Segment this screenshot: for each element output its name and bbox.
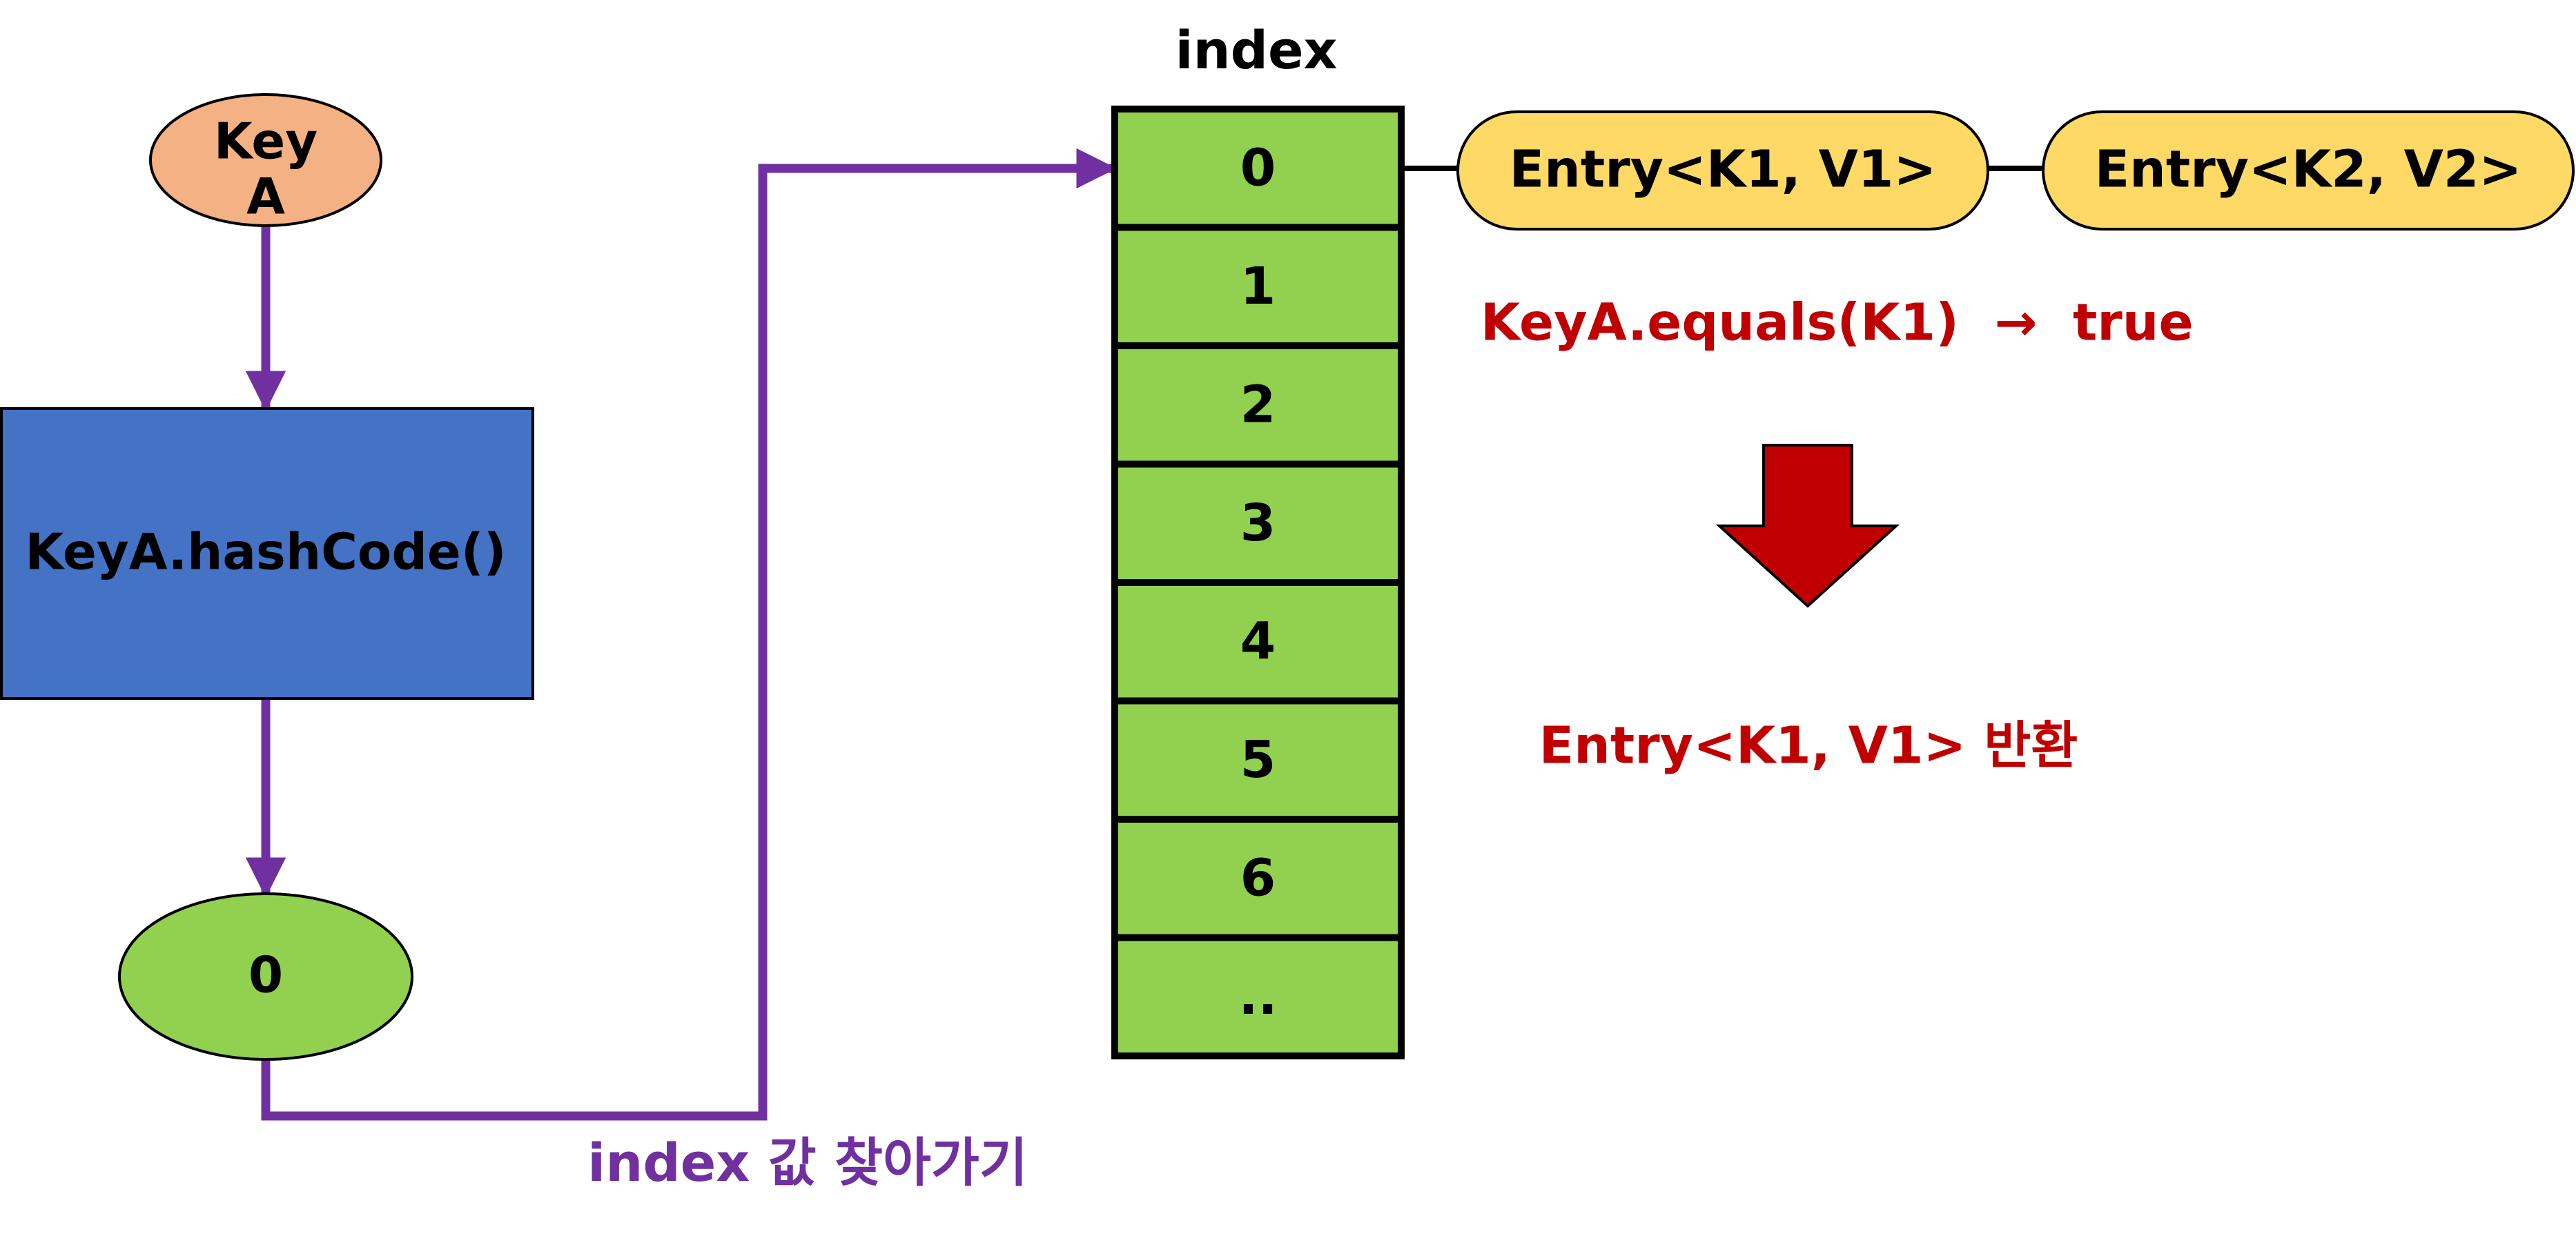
table-cell-shape [1111,934,1405,1059]
table-cell-value: 5 [1240,730,1276,790]
entry-chain: Entry<K1, V1> Entry<K2, V2> [1401,110,2575,231]
hash-box: KeyA.hashCode() [0,407,534,700]
table-cell: 0 [1111,106,1405,231]
entry-node: Entry<K1, V1> [1456,110,1989,231]
entry-node: Entry<K2, V2> [2042,110,2575,231]
key-node-shape [149,93,382,227]
table-cell-value: 3 [1240,493,1276,553]
result-node: 0 [118,892,413,1061]
key-node-line1: Key [214,112,318,170]
entry-node-shape [1456,110,1989,231]
table-cell-value: 4 [1240,611,1276,671]
key-node: Key A [149,93,382,227]
entry-node-label: Entry<K2, V2> [2095,140,2522,199]
index-table: 0 1 2 3 4 5 6.. [1111,106,1405,1059]
connectors [245,148,1117,1121]
key-node-line2: A [246,168,285,226]
table-cell: 4 [1111,579,1405,705]
result-node-label: 0 [248,946,283,1004]
table-cell-value: 0 [1240,138,1276,197]
table-cell: 5 [1111,697,1405,823]
connector-label: index 값 찾아가기 [587,1132,1028,1193]
entry-node-shape [2042,110,2575,231]
result-node-shape [118,892,413,1061]
table-cell-value: 1 [1240,257,1276,316]
table-cell-value: 2 [1240,375,1276,434]
table-cell-value: .. [1238,967,1277,1026]
result-to-index-arrow [261,148,1117,1121]
table-cell: 1 [1111,224,1405,349]
table-cell-value: 6 [1240,848,1276,908]
down-arrow-icon [1715,444,1900,608]
equals-check-text: KeyA.equals(K1) → true [1481,293,2194,353]
table-cell-shape [1111,697,1405,823]
table-cell: .. [1111,934,1405,1059]
return-text: Entry<K1, V1> 반환 [1539,716,2078,776]
table-cell: 3 [1111,460,1405,586]
table-header: index [1175,19,1337,81]
table-cell: 2 [1111,342,1405,468]
table-cell: 6 [1111,816,1405,941]
entry-node-label: Entry<K1, V1> [1510,140,1937,199]
hash-box-shape [0,407,534,700]
table-cell-shape [1111,816,1405,941]
hash-box-label: KeyA.hashCode() [25,523,506,581]
